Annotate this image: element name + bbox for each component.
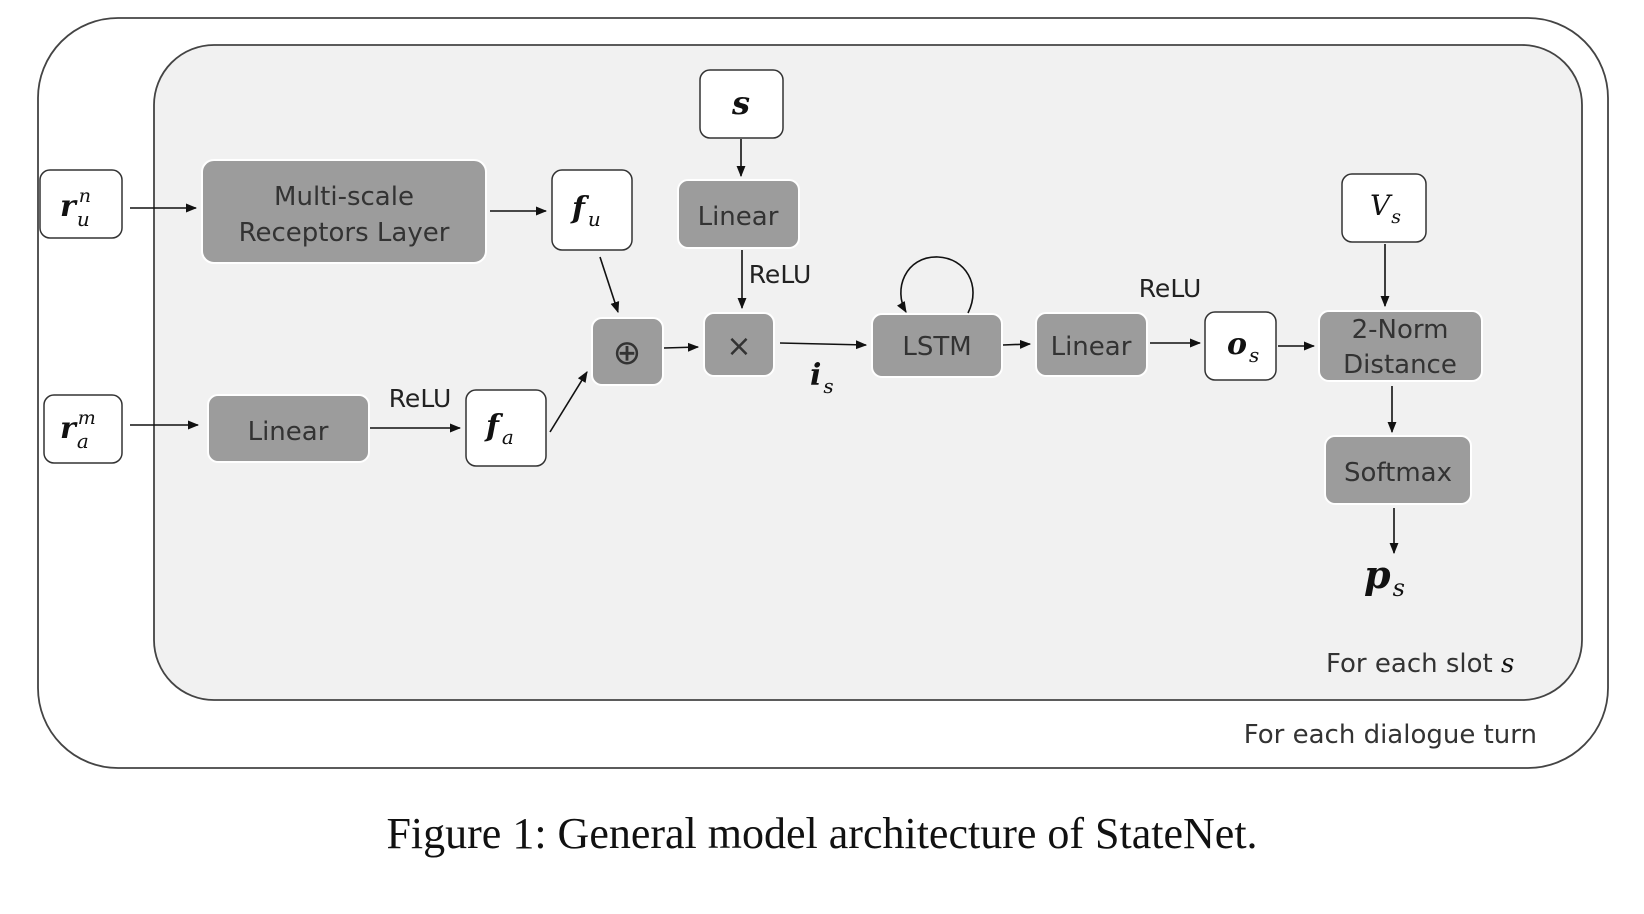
linear-slot-layer: Linear [677,179,800,249]
softmax-layer: Softmax [1324,435,1472,505]
svg-text:ReLU: ReLU [749,260,812,289]
arrow-fa-to-oplus [549,371,588,433]
svg-text:×: × [726,329,751,364]
output-p-s: ps [1364,552,1405,602]
two-norm-distance: 2-Norm Distance [1318,310,1483,382]
svg-text:ReLU: ReLU [389,384,452,413]
arrow-fu-to-oplus [599,256,620,314]
dialogue-turn-frame-label: For each dialogue turn [1244,720,1537,750]
slot-input-s: s [699,69,784,139]
svg-text:LSTM: LSTM [902,332,971,362]
svg-text:is: is [810,358,834,398]
svg-text:s: s [731,84,750,122]
svg-text:Linear: Linear [248,417,329,447]
relu-label-output: ReLU [1139,274,1202,303]
svg-text:run: run [60,185,91,231]
input-r-u: run [39,169,123,239]
svg-text:Multi-scale: Multi-scale [274,182,414,212]
svg-text:Distance: Distance [1343,350,1457,380]
figure-caption: Figure 1: General model architecture of … [386,809,1258,858]
slot-frame [153,44,1583,701]
arrow-lstm-to-linear [1002,339,1032,349]
concat-operator: ⊕ [591,317,664,386]
linear-output-layer: Linear [1035,312,1148,377]
arrow-times-to-lstm [779,340,868,350]
svg-text:Softmax: Softmax [1344,458,1452,488]
svg-text:ReLU: ReLU [1139,274,1202,303]
arrow-oplus-to-times [663,342,700,352]
input-r-a: ram [43,394,123,464]
slot-frame-label: For each slot s [1326,649,1514,679]
svg-text:Receptors Layer: Receptors Layer [239,218,450,248]
architecture-diagram: run ram Multi-scale Receptors Layer Line… [37,17,1609,769]
arrows [130,139,1399,555]
svg-text:⊕: ⊕ [613,333,642,373]
svg-text:2-Norm: 2-Norm [1352,315,1449,345]
svg-text:For each slot s: For each slot s [1326,649,1514,679]
relu-label-slot: ReLU [749,260,812,289]
svg-text:Linear: Linear [1051,332,1132,362]
value-set-v-s: Vs [1341,173,1427,243]
linear-action-layer: Linear [207,394,370,463]
svg-text:Vs: Vs [1370,189,1401,228]
svg-text:Linear: Linear [698,202,779,232]
svg-text:os: os [1227,327,1259,367]
multiscale-receptors-layer: Multi-scale Receptors Layer [201,159,487,264]
svg-text:For each dialogue turn: For each dialogue turn [1244,720,1537,750]
lstm-recurrent-loop [897,256,974,314]
svg-text:ram: ram [60,407,96,453]
multiply-operator: × [703,312,775,377]
lstm-layer: LSTM [871,313,1003,378]
relu-label-action: ReLU [389,384,452,413]
svg-text:ps: ps [1364,552,1405,602]
